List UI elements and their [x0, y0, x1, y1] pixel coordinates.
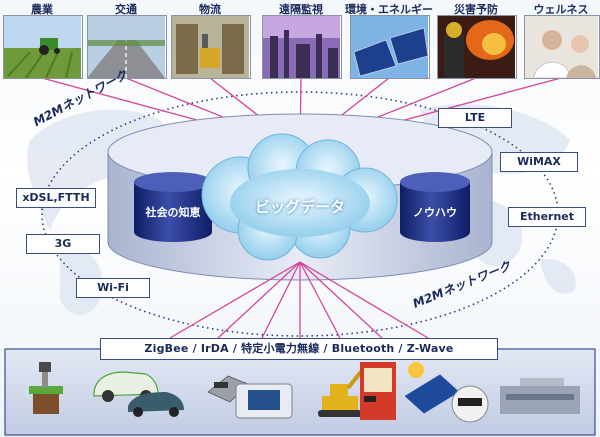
- environment-energy-photo: [350, 15, 430, 79]
- handheld-terminal-icon: [235, 383, 293, 419]
- network-lte: LTE: [438, 108, 512, 128]
- bottom-link-line: [299, 261, 383, 339]
- bottom-link-line: [261, 261, 301, 339]
- agriculture-photo: [3, 15, 83, 79]
- wisdom-cylinder: [134, 172, 212, 242]
- big-data-label: ビッグデータ: [254, 198, 345, 216]
- vending-machine-icon: [360, 362, 396, 420]
- network-wimax: WiMAX: [500, 152, 578, 172]
- category-label-traffic: 交通: [115, 3, 137, 16]
- category-label-agriculture: 農業: [31, 3, 53, 16]
- network-wifi: Wi-Fi: [76, 278, 150, 298]
- bottom-link-line: [299, 261, 341, 339]
- bottom-link-line: [299, 261, 429, 339]
- remote-monitoring-photo: [262, 15, 342, 79]
- protocol-list: ZigBee / IrDA / 特定小電力無線 / Bluetooth / Z-…: [100, 338, 498, 360]
- bottom-link-line: [217, 261, 301, 339]
- category-label-logistics: 物流: [199, 3, 221, 16]
- network-ethernet: Ethernet: [508, 207, 586, 227]
- bottom-link-line: [169, 261, 301, 339]
- disaster-prevention-photo: [437, 15, 517, 79]
- category-label-disaster-prevention: 災害予防: [454, 3, 498, 16]
- wellness-photo: [524, 15, 600, 79]
- sensor-post-icon: [29, 362, 63, 414]
- network-3g: 3G: [26, 234, 100, 254]
- bottom-link-lines: [169, 261, 429, 339]
- network-xdsl-ftth: xDSL,FTTH: [16, 188, 96, 208]
- social-wisdom-label: 社会の知恵: [145, 206, 201, 219]
- electric-car-icon: [93, 371, 184, 417]
- category-label-remote-monitoring: 遠隔監視: [279, 3, 323, 16]
- knowhow-cylinder: [400, 172, 470, 242]
- traffic-photo: [87, 15, 167, 79]
- knowhow-label: ノウハウ: [413, 206, 457, 219]
- factory-icon: [500, 378, 580, 414]
- solar-panel-meter-icon: [403, 362, 489, 423]
- category-label-wellness: ウェルネス: [533, 3, 589, 16]
- big-data-cloud: [201, 133, 398, 261]
- logistics-photo: [171, 15, 251, 79]
- category-label-environment-energy: 環境・エネルギー: [345, 3, 433, 16]
- tile-art: [3, 16, 598, 79]
